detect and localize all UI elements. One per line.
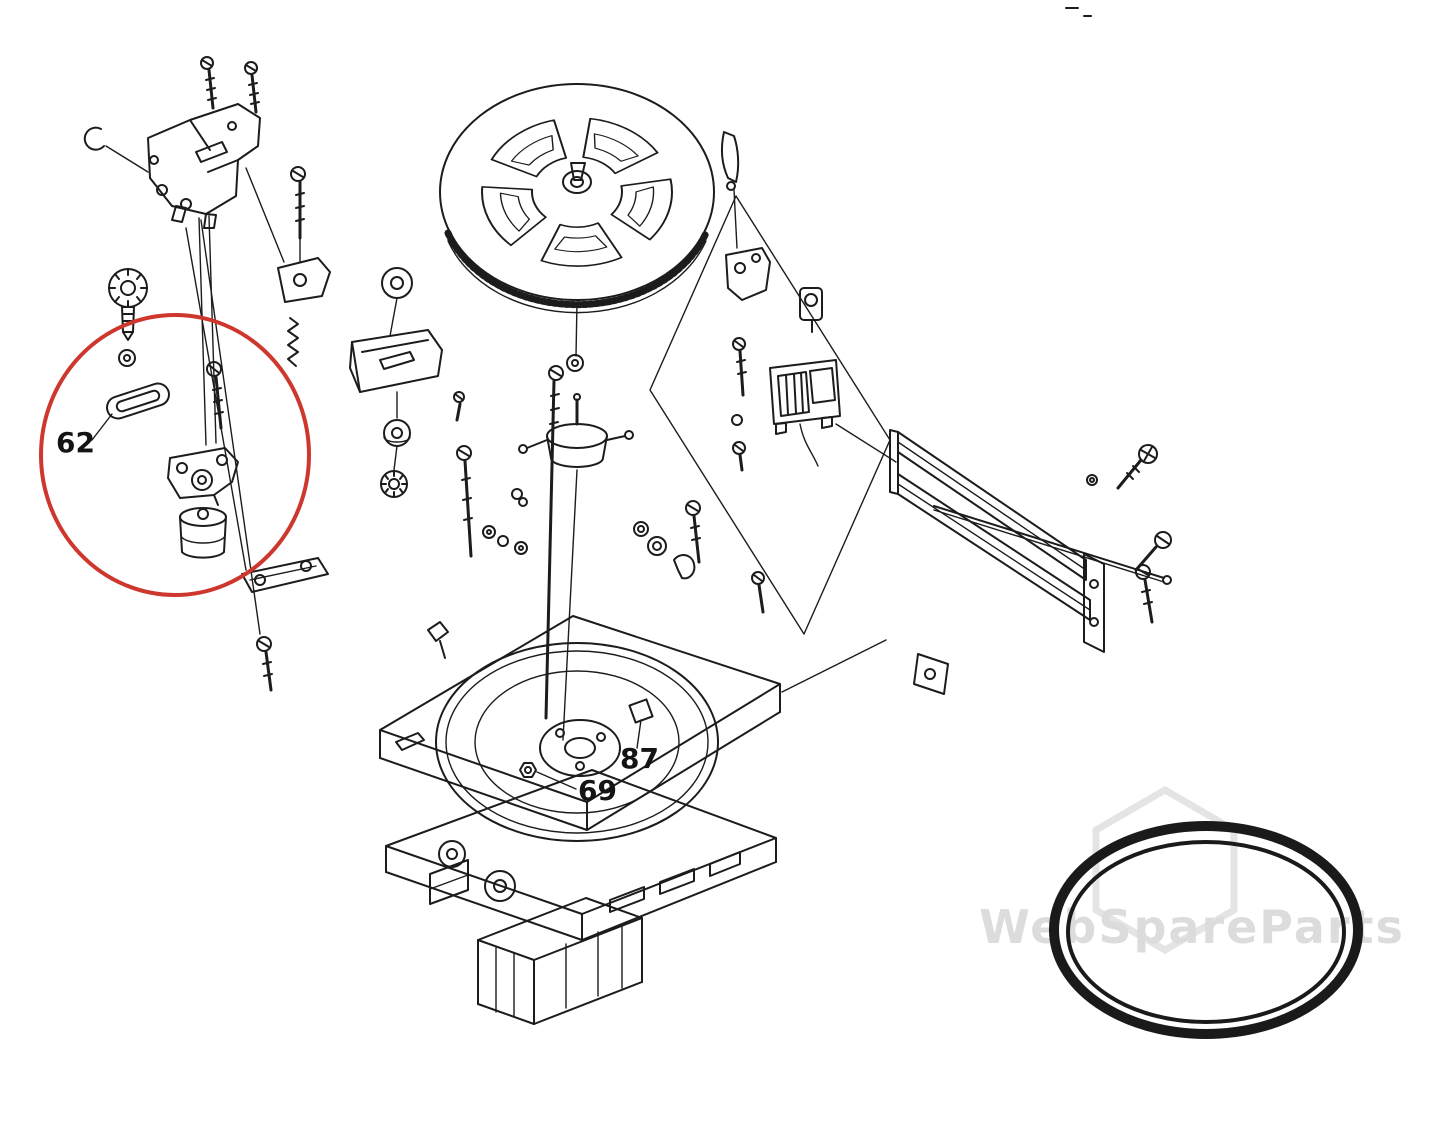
screw-icon [200, 56, 217, 110]
washer-icon [118, 349, 136, 367]
screw-icon [732, 337, 747, 397]
motor-bracket [167, 447, 239, 506]
screw-icon [456, 445, 473, 558]
switch-part-87 [628, 698, 654, 724]
back-panel-outline [649, 195, 891, 635]
solenoid-icon [769, 359, 841, 467]
watermark: WebSpareParts [979, 785, 1403, 955]
highlight-circle [39, 313, 311, 597]
part-label-87: 87 [620, 742, 659, 775]
part-label-62: 62 [56, 426, 95, 459]
screw-icon [244, 61, 260, 114]
mid-left-parts [277, 166, 465, 498]
spindle-assembly [518, 354, 634, 741]
screw-icon [751, 571, 765, 614]
screw-icon [1135, 564, 1154, 624]
motor-icon [179, 507, 227, 559]
hook-clip-icon [673, 554, 696, 580]
link-part-62 [106, 382, 170, 420]
chassis-tray [379, 615, 781, 1025]
small-parts-center [456, 445, 765, 614]
lever-icon [720, 131, 740, 183]
screw-icon [290, 166, 306, 240]
c-ring-icon [83, 126, 105, 151]
washer-icon [383, 419, 411, 447]
spring-icon [287, 317, 299, 367]
frame-rails [781, 423, 1172, 695]
carousel-platter [439, 83, 715, 357]
rail-bracket [913, 653, 949, 695]
left-chassis-bracket [241, 557, 449, 692]
diagram-linework [83, 7, 1172, 1025]
small-bracket [277, 257, 331, 303]
top-left-bracket-assembly [83, 56, 285, 635]
screw-icon [1116, 444, 1158, 490]
screw-icon [256, 636, 273, 692]
screw-icon [685, 500, 701, 564]
right-lever-assembly [720, 131, 841, 472]
stray-marks [1065, 7, 1092, 17]
drive-belt [1049, 821, 1363, 1039]
part-label-69: 69 [578, 774, 617, 807]
grommet-icon [380, 470, 408, 498]
clip-icon [427, 621, 449, 642]
screw-icon [544, 365, 564, 720]
screw-icon [732, 441, 746, 472]
screw-icon [453, 391, 465, 422]
nut-part-69 [519, 762, 537, 778]
slide-bracket [351, 329, 443, 393]
screw-icon [206, 361, 224, 430]
washer-icon [381, 267, 413, 299]
